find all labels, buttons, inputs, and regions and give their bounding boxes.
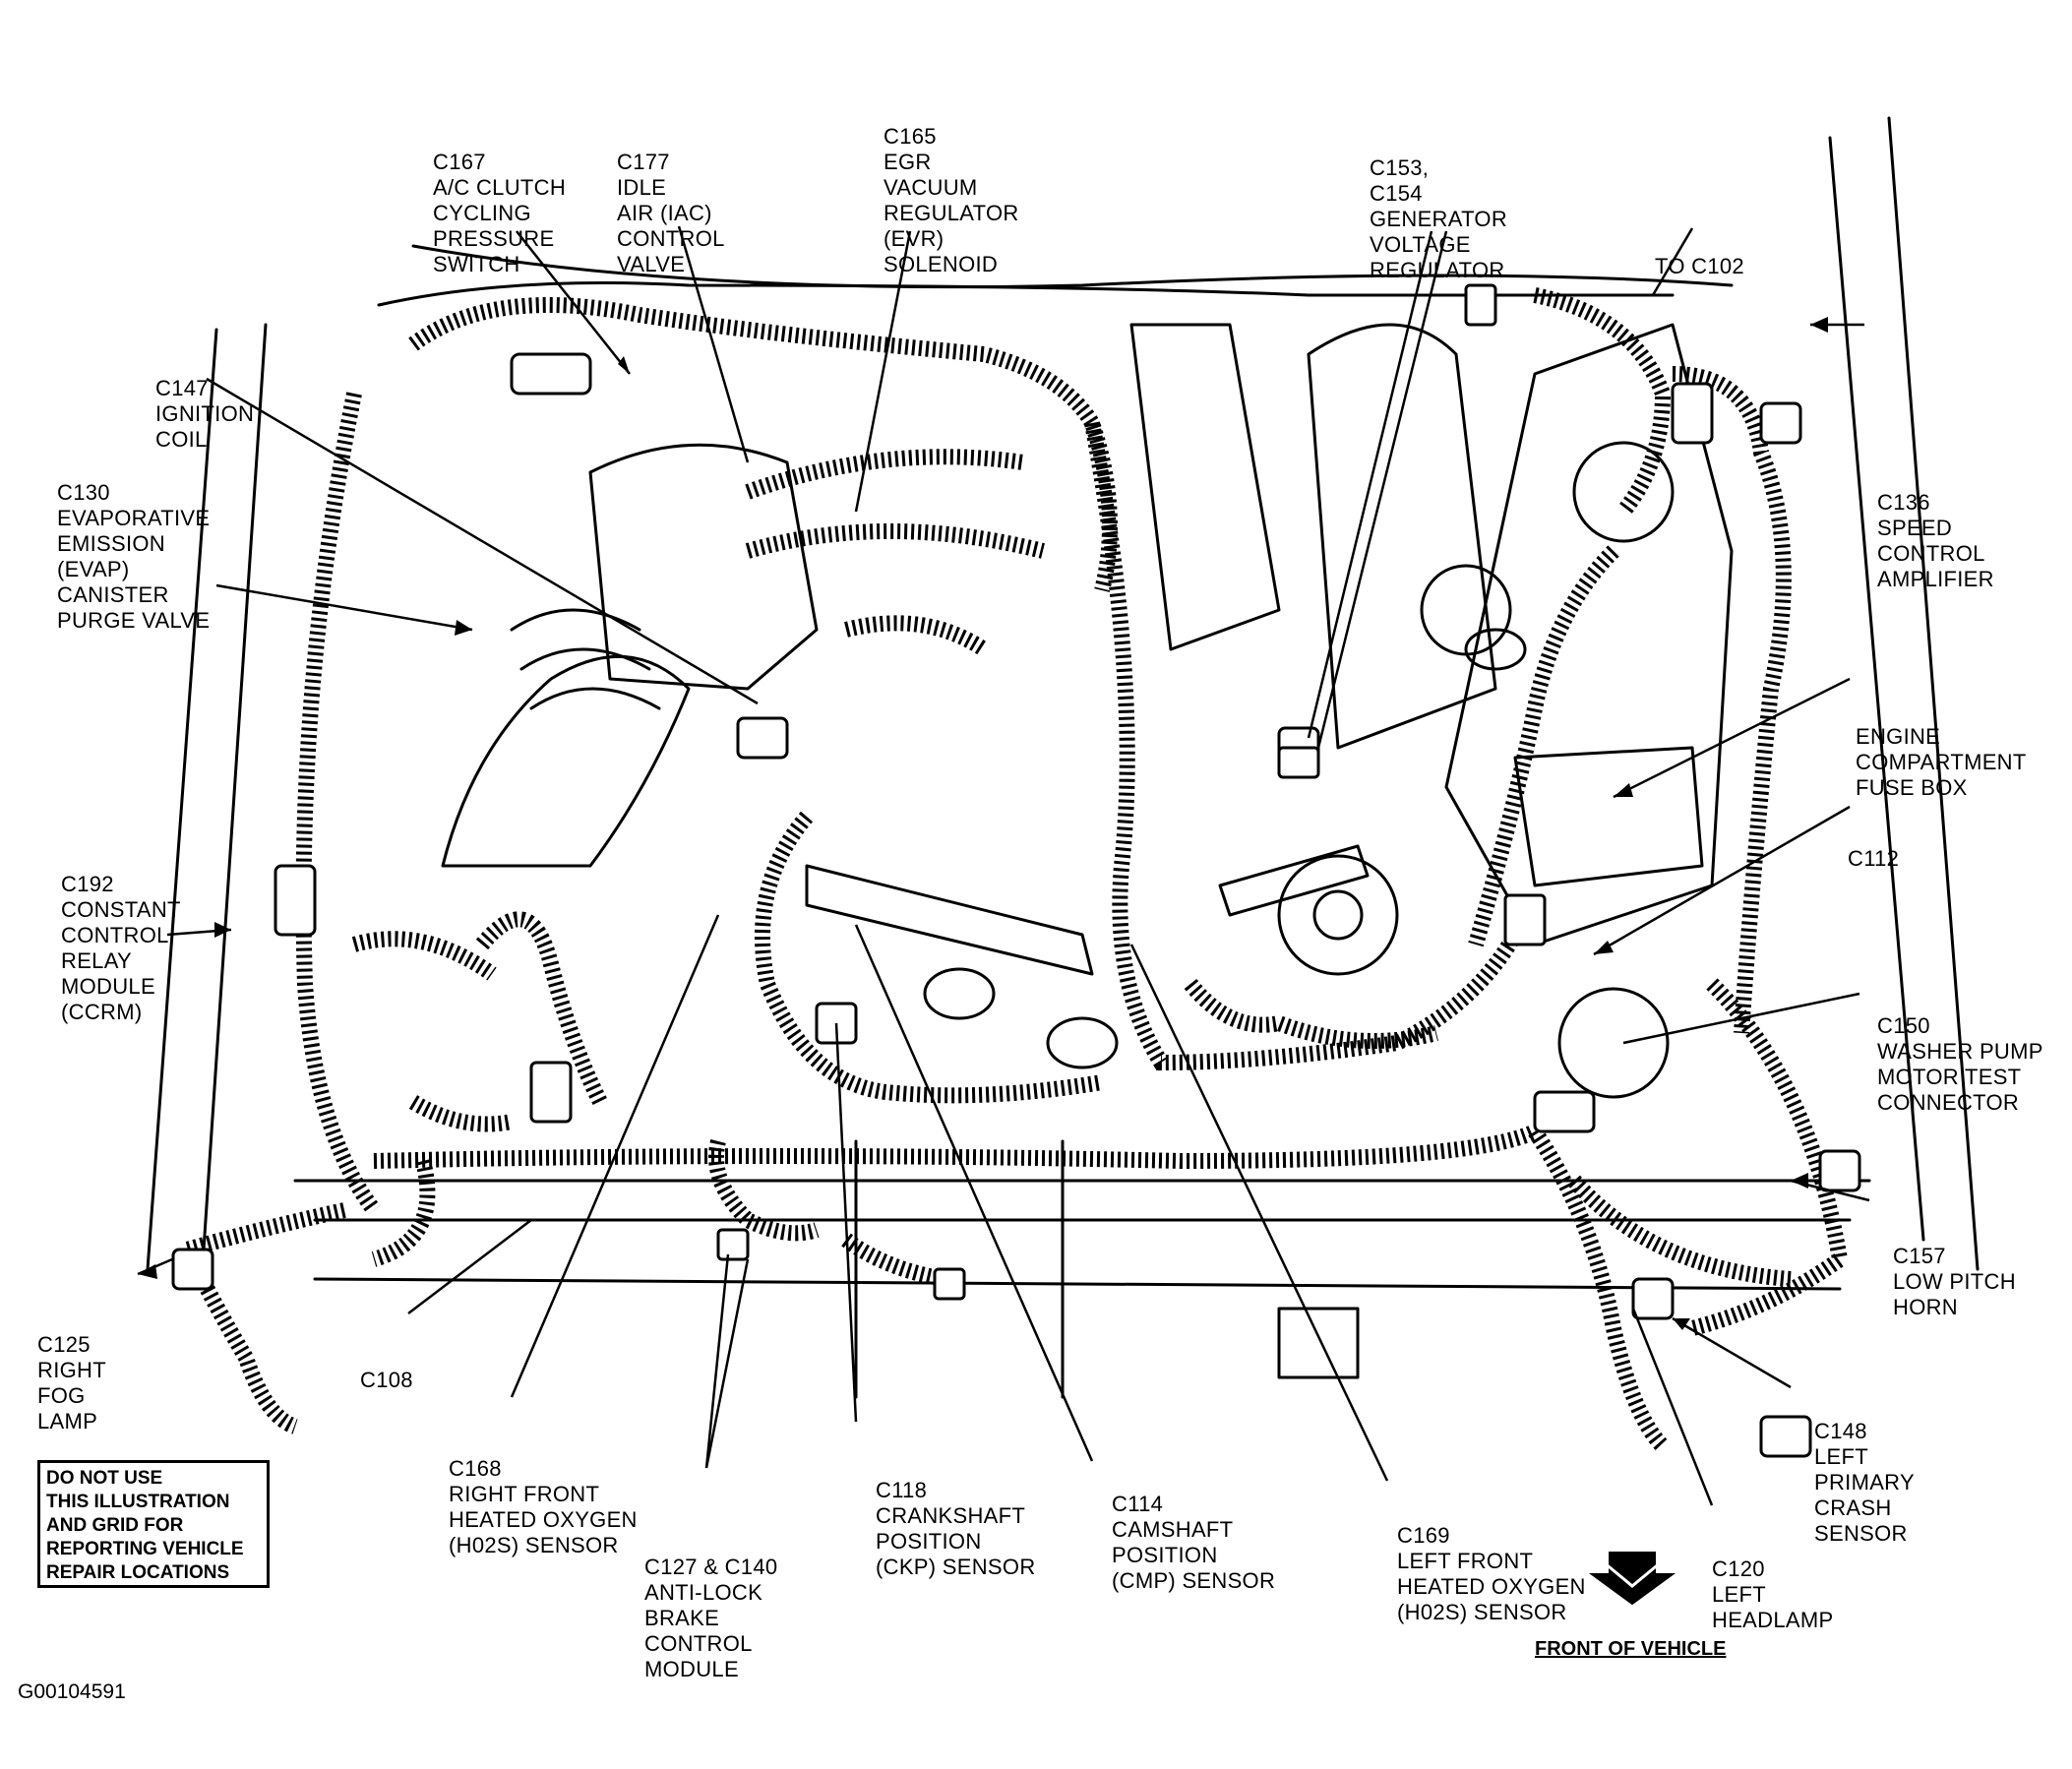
front-of-vehicle-label: FRONT OF VEHICLE <box>1535 1638 1727 1660</box>
right-fender-line <box>146 328 218 1271</box>
fuse-box-outline <box>1513 746 1704 887</box>
label-c112: C112 <box>1848 846 1900 871</box>
warning-box: DO NOT USE THIS ILLUSTRATION AND GRID FO… <box>37 1460 270 1588</box>
right-fender-inner-line <box>200 323 268 1281</box>
connector-shape <box>510 352 592 396</box>
front-arrow-icon <box>1588 1552 1676 1606</box>
air-cleaner-box <box>1129 323 1281 651</box>
label-c108: C108 <box>360 1368 413 1392</box>
harness-right-side <box>295 392 381 1215</box>
figure-id: G00104591 <box>18 1680 126 1703</box>
label-to-c102: TO C102 <box>1655 254 1744 278</box>
